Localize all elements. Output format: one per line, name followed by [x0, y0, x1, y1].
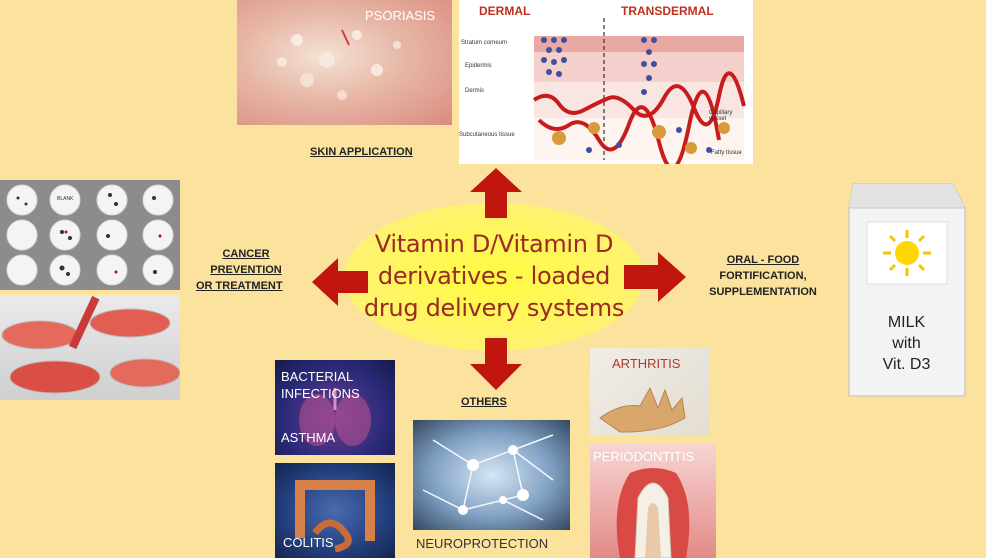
layer-label-stratum: Stratum corneum [461, 40, 508, 46]
bacterial-label-line2: INFECTIONS [281, 386, 360, 401]
well-plate-image: BLANK [0, 180, 180, 290]
layer-label-epidermis: Epidermis [465, 63, 492, 69]
asthma-label: ASTHMA [281, 430, 336, 445]
skin-application-label: SKIN APPLICATION [310, 146, 413, 158]
cancer-label-line3: OR TREATMENT [196, 280, 283, 292]
others-label: OTHERS [461, 396, 507, 408]
arrow-right [624, 252, 686, 302]
fatty-label: Fatty tissue [711, 150, 742, 156]
cancer-label-line2: PREVENTION [210, 264, 282, 276]
lungs-image: BACTERIAL INFECTIONS ASTHMA [275, 360, 395, 455]
layer-label-subcutaneous: Subcutaneous tissue [459, 132, 515, 138]
milk-text-line1: MILK [887, 314, 926, 331]
arrow-left [312, 258, 368, 306]
capillary-label: Capillary vessel [709, 110, 733, 122]
transdermal-label: TRANSDERMAL [621, 4, 714, 18]
center-title-line1: Vitamin D/Vitamin D [374, 230, 614, 258]
layer-label-dermis: Dermis [465, 88, 484, 94]
arthritis-label: ARTHRITIS [612, 356, 681, 371]
oral-label: ORAL - FOOD FORTIFICATION, SUPPLEMENTATI… [697, 252, 829, 300]
center-title-line2: derivatives - loaded [377, 262, 611, 290]
center-title: Vitamin D/Vitamin D derivatives - loaded… [344, 228, 644, 324]
arrow-up [470, 168, 522, 218]
cancer-label-line1: CANCER [222, 248, 270, 260]
milk-text-line3: Vit. D3 [882, 356, 931, 373]
psoriasis-photo: PSORIASIS [237, 0, 452, 125]
petri-dish-image [0, 295, 180, 400]
cancer-label: CANCER PREVENTION OR TREATMENT [196, 246, 296, 294]
center-ellipse [344, 203, 644, 351]
periodontitis-image: PERIODONTITIS [590, 443, 716, 558]
psoriasis-label: PSORIASIS [365, 8, 436, 23]
blank-well-label: BLANK [57, 196, 74, 202]
dermal-label: DERMAL [479, 4, 531, 18]
skin-diagram: DERMAL TRANSDERMAL Stratum corneum Epide… [459, 0, 753, 164]
oral-label-line3: SUPPLEMENTATION [709, 286, 817, 298]
neurons-image [413, 420, 570, 530]
bacterial-label-line1: BACTERIAL [281, 369, 354, 384]
neuroprotection-label: NEUROPROTECTION [416, 536, 549, 551]
milk-text-line2: with [892, 335, 921, 352]
oral-label-line1: ORAL - FOOD [726, 254, 800, 266]
colitis-label: COLITIS [283, 535, 334, 550]
colitis-image: COLITIS [275, 463, 395, 558]
arrow-down [470, 338, 522, 390]
milk-carton: MILK with Vit. D3 [843, 178, 970, 400]
center-title-line3: drug delivery systems [363, 294, 625, 322]
periodontitis-label: PERIODONTITIS [593, 449, 695, 464]
oral-label-line2: FORTIFICATION, [719, 270, 807, 282]
milk-text: MILK with Vit. D3 [843, 312, 970, 375]
arthritis-image: ARTHRITIS [590, 348, 710, 436]
